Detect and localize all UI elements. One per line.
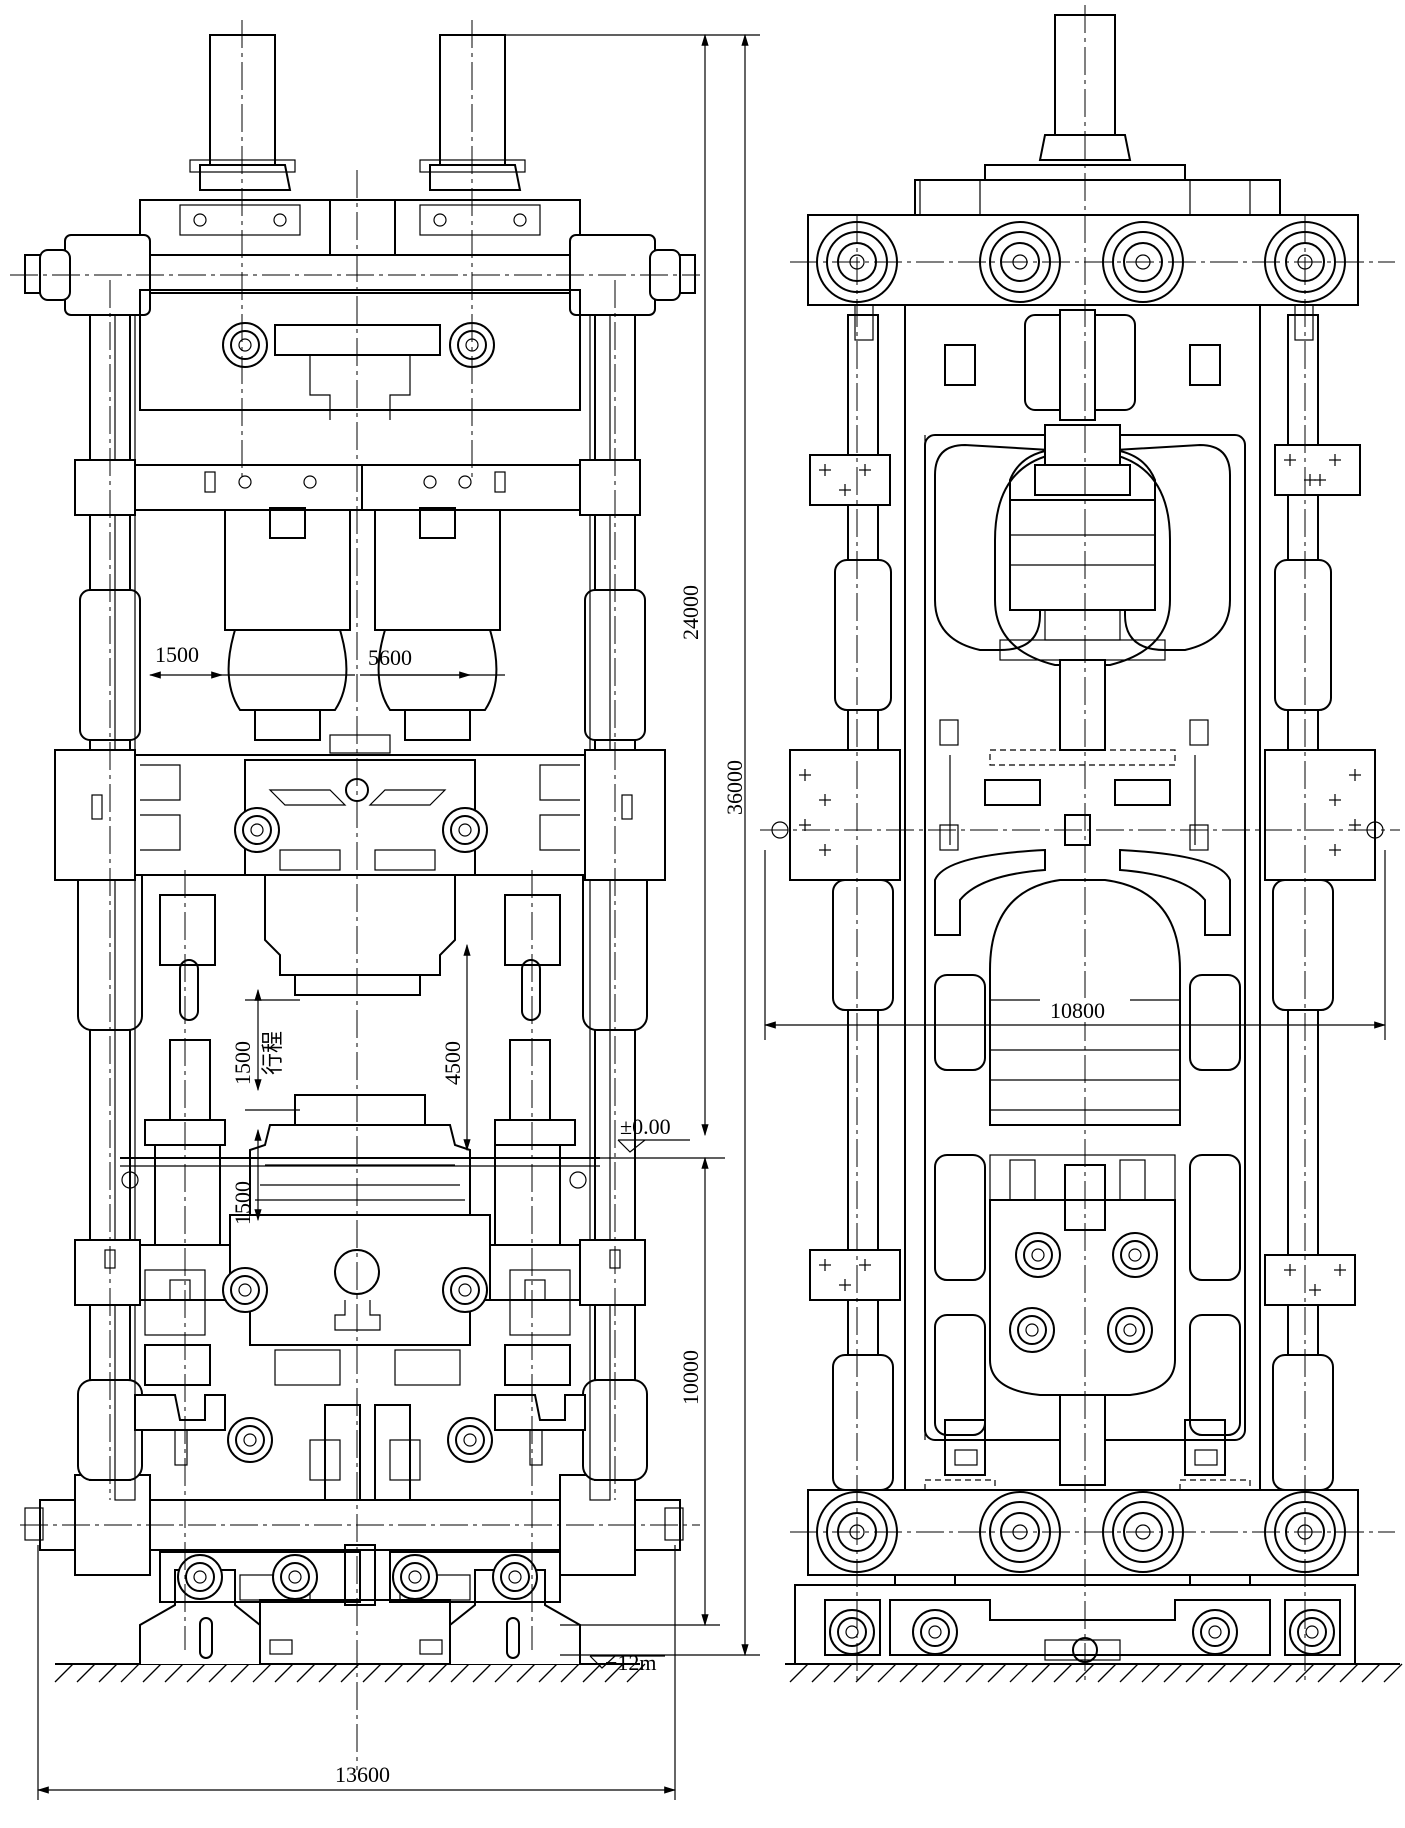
ground-hatch-line: [1361, 1663, 1381, 1683]
dim-overall-width: 13600: [335, 1762, 390, 1787]
ground-hatch-side: [785, 1663, 1403, 1683]
ground-hatch-line: [516, 1663, 536, 1683]
ground-hatch-front: [54, 1663, 646, 1683]
ground-hatch-line: [1317, 1663, 1337, 1683]
ground-hatch-line: [164, 1663, 184, 1683]
front-dimension-texts: 1500 5600 24000 36000 10000 4500 1500 行程…: [155, 585, 747, 1787]
moving-table: [74, 1214, 646, 1386]
ground-hatch-line: [899, 1663, 919, 1683]
ground-hatch-line: [252, 1663, 272, 1683]
ground-hatch-line: [1251, 1663, 1271, 1683]
ground-hatch-line: [54, 1663, 74, 1683]
ground-hatch-line: [1119, 1663, 1139, 1683]
level-foundation: −12m: [605, 1650, 657, 1675]
ground-hatch-line: [855, 1663, 875, 1683]
lower-die: [249, 1094, 471, 1216]
lower-crossbeam: [24, 1474, 684, 1606]
ground-hatch-line: [626, 1663, 646, 1683]
return-cylinders: [134, 894, 586, 1501]
dim-stroke-upper: 1500: [230, 1041, 255, 1085]
side-cylinder-area: [934, 424, 1231, 751]
dim-opening: 4500: [440, 1041, 465, 1085]
dim-total-height: 36000: [722, 760, 747, 815]
ground-hatch-line: [1075, 1663, 1095, 1683]
side-guide-blocks: [760, 444, 1400, 1306]
ground-hatch-line: [538, 1663, 558, 1683]
ground-hatch-line: [604, 1663, 624, 1683]
ground-hatch-line: [1163, 1663, 1183, 1683]
dim-stroke-lower: 1500: [230, 1181, 255, 1225]
ground-hatch-line: [1339, 1663, 1359, 1683]
ground-hatch-line: [943, 1663, 963, 1683]
ground-hatch-line: [76, 1663, 96, 1683]
ground-hatch-line: [1207, 1663, 1227, 1683]
ground-hatch-line: [274, 1663, 294, 1683]
front-view: 1500 5600 24000 36000 10000 4500 1500 行程…: [10, 20, 760, 1800]
dim-side-width: 10800: [1050, 998, 1105, 1023]
ground-hatch-line: [142, 1663, 162, 1683]
ground-hatch-line: [318, 1663, 338, 1683]
ground-hatch-line: [186, 1663, 206, 1683]
side-dimension: 10800: [763, 850, 1387, 1040]
front-centerlines: [10, 20, 700, 1770]
ground-hatch-line: [406, 1663, 426, 1683]
top-main-cylinders: [189, 34, 526, 191]
ground-hatch-line: [472, 1663, 492, 1683]
ground-hatch-line: [789, 1663, 809, 1683]
side-view: 10800: [760, 5, 1403, 1683]
side-upper-beam: [807, 14, 1359, 306]
ground-hatch-line: [1273, 1663, 1293, 1683]
ground-hatch-line: [1097, 1663, 1117, 1683]
ground-hatch-line: [494, 1663, 514, 1683]
ground-hatch-line: [1009, 1663, 1029, 1683]
ground-hatch-line: [921, 1663, 941, 1683]
ground-hatch-line: [428, 1663, 448, 1683]
ground-hatch-line: [877, 1663, 897, 1683]
upper-crossbeam: [24, 199, 696, 420]
ground-hatch-line: [384, 1663, 404, 1683]
ground-hatch-line: [1295, 1663, 1315, 1683]
ground-hatch-line: [1185, 1663, 1205, 1683]
ground-hatch-line: [987, 1663, 1007, 1683]
moving-crosshead: [54, 749, 666, 881]
ground-hatch-line: [1383, 1663, 1403, 1683]
ground-hatch-line: [230, 1663, 250, 1683]
ground-hatch-line: [362, 1663, 382, 1683]
ground-hatch-line: [208, 1663, 228, 1683]
ground-hatch-line: [1053, 1663, 1073, 1683]
ground-hatch-line: [340, 1663, 360, 1683]
ground-hatch-line: [965, 1663, 985, 1683]
ground-hatch-line: [120, 1663, 140, 1683]
ground-hatch-line: [98, 1663, 118, 1683]
side-lower-area: [924, 1154, 1251, 1496]
level-ground: ±0.00: [620, 1114, 671, 1139]
ground-hatch-line: [450, 1663, 470, 1683]
ground-hatch-line: [811, 1663, 831, 1683]
ground-hatch-line: [1141, 1663, 1161, 1683]
front-dimensions: [36, 33, 760, 1800]
dim-stroke-label: 行程: [260, 1031, 285, 1075]
ground-hatch-line: [296, 1663, 316, 1683]
ground-hatch-line: [833, 1663, 853, 1683]
dim-column-gap: 1500: [155, 642, 199, 667]
side-base: [794, 1539, 1356, 1665]
upper-die: [264, 874, 456, 996]
ground-hatch-line: [560, 1663, 580, 1683]
dim-cylinder-spacing: 5600: [368, 645, 412, 670]
dim-lower-height: 10000: [678, 1350, 703, 1405]
dim-upper-height: 24000: [678, 585, 703, 640]
ground-hatch-line: [1229, 1663, 1249, 1683]
side-centerlines: [790, 5, 1395, 1680]
ground-hatch-line: [582, 1663, 602, 1683]
ground-hatch-line: [1031, 1663, 1051, 1683]
working-cylinders: [220, 507, 505, 754]
